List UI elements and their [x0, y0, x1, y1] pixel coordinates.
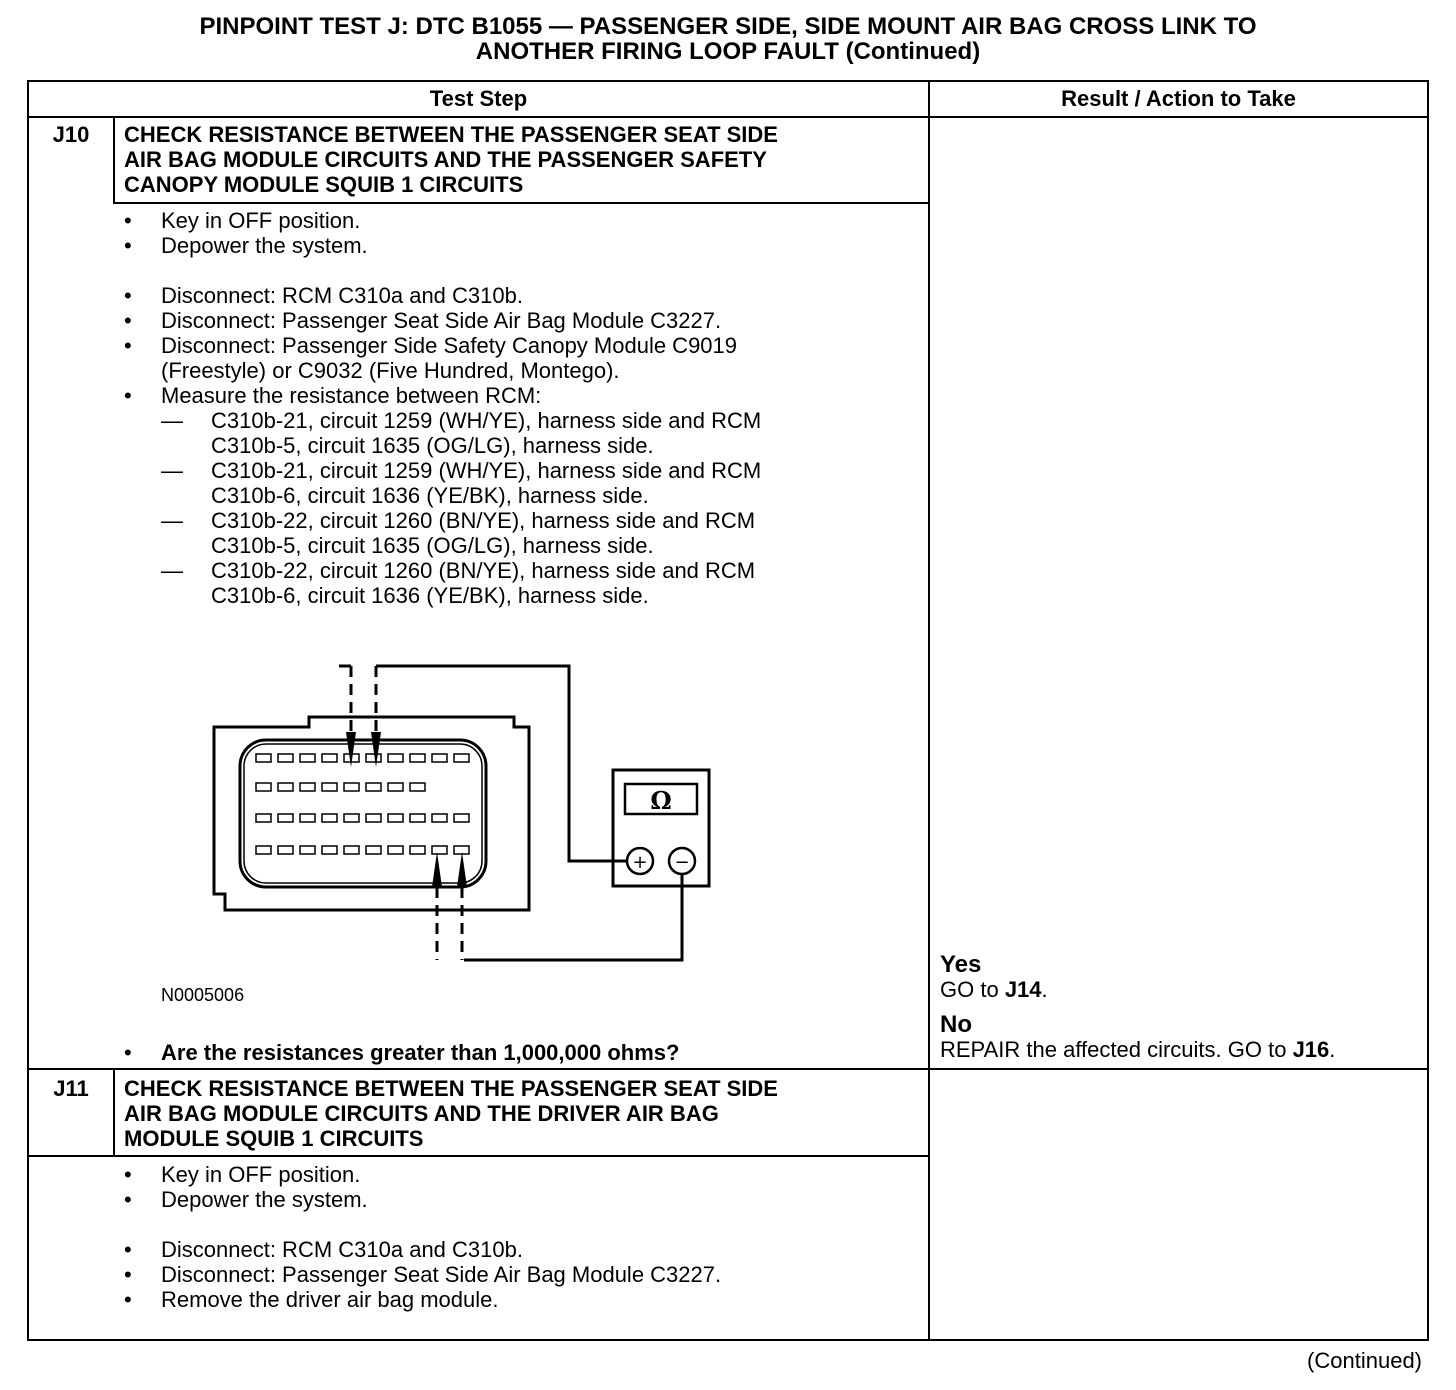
connector-outline [212, 715, 531, 912]
result-no-action: REPAIR the affected circuits. GO to J16. [940, 1037, 1336, 1062]
page-title: PINPOINT TEST J: DTC B1055 — PASSENGER S… [0, 14, 1456, 64]
connector-pin [387, 813, 404, 823]
connector-pin [277, 753, 294, 763]
connector-pin [321, 813, 338, 823]
negative-lead-wire [464, 874, 684, 962]
connector-face-inner [243, 743, 483, 884]
connector-pin [453, 813, 470, 823]
result-j10: Yes GO to J14. No REPAIR the affected ci… [940, 952, 1335, 1062]
header-test-step: Test Step [429, 86, 528, 111]
connector-pin [321, 845, 338, 855]
connector-pin [409, 813, 426, 823]
header-divider [29, 116, 1427, 118]
connector-pin [387, 782, 404, 792]
connector-pin [409, 753, 426, 763]
column-divider [928, 82, 930, 1341]
probe-tip [371, 732, 381, 767]
connector-pin [365, 813, 382, 823]
step-id-divider [113, 1070, 115, 1155]
connector-pin [431, 845, 448, 855]
connector-pin [387, 753, 404, 763]
connector-pin [365, 845, 382, 855]
connector-pin [255, 753, 272, 763]
connector-face-outer [238, 738, 488, 889]
connector-pin [277, 813, 294, 823]
step-title-divider [29, 1155, 928, 1157]
step-id-divider [113, 118, 115, 202]
connector-pin [343, 845, 360, 855]
connector-pin [299, 845, 316, 855]
connector-pin [321, 782, 338, 792]
step-id-j10: J10 [52, 122, 90, 147]
connector-pin [365, 753, 382, 763]
connector-pin [299, 782, 316, 792]
connector-diagram: Ω + − [212, 664, 711, 962]
title-line-1: PINPOINT TEST J: DTC B1055 — PASSENGER S… [199, 13, 1257, 40]
connector-pin [343, 753, 360, 763]
step-title-j11: CHECK RESISTANCE BETWEEN THE PASSENGER S… [124, 1076, 778, 1151]
connector-pin [277, 845, 294, 855]
header-result-action: Result / Action to Take [1061, 86, 1296, 111]
connector-pin [409, 845, 426, 855]
probe-tip [432, 852, 442, 887]
connector-pins [255, 753, 470, 855]
step-title-j10: CHECK RESISTANCE BETWEEN THE PASSENGER S… [124, 122, 778, 197]
continued-label: (Continued) [1307, 1348, 1422, 1373]
connector-pin [343, 813, 360, 823]
result-yes-action: GO to J14. [940, 977, 1048, 1002]
minus-icon: − [674, 852, 689, 873]
connector-pin [387, 845, 404, 855]
connector-pin [365, 782, 382, 792]
step-id-j11: J11 [53, 1076, 89, 1101]
probe-tip [457, 852, 467, 887]
result-no-label: No [940, 1011, 972, 1038]
probe-tip [346, 732, 356, 767]
connector-pin [255, 845, 272, 855]
ohmmeter-body [611, 768, 711, 888]
pinpoint-test-table: Test Step Result / Action to Take J10 CH… [27, 80, 1429, 1341]
ohm-symbol: Ω [650, 786, 671, 815]
connector-pin [299, 813, 316, 823]
connector-pin [255, 813, 272, 823]
ohmmeter-display [623, 782, 699, 816]
connector-pin [343, 782, 360, 792]
connector-pin [453, 753, 470, 763]
title-line-2: ANOTHER FIRING LOOP FAULT (Continued) [475, 38, 981, 65]
connector-pin [321, 753, 338, 763]
step-title-divider [113, 202, 928, 204]
connector-pin [299, 753, 316, 763]
connector-pin [431, 753, 448, 763]
plus-icon: + [632, 852, 647, 873]
step-divider [29, 1068, 1427, 1070]
connector-pin [255, 782, 272, 792]
result-yes-label: Yes [940, 951, 982, 978]
connector-pin [409, 782, 426, 792]
connector-pin [277, 782, 294, 792]
connector-pin [453, 845, 470, 855]
positive-lead-wire [376, 664, 627, 863]
figure-id: N0005006 [161, 985, 245, 1005]
connector-pin [431, 813, 448, 823]
